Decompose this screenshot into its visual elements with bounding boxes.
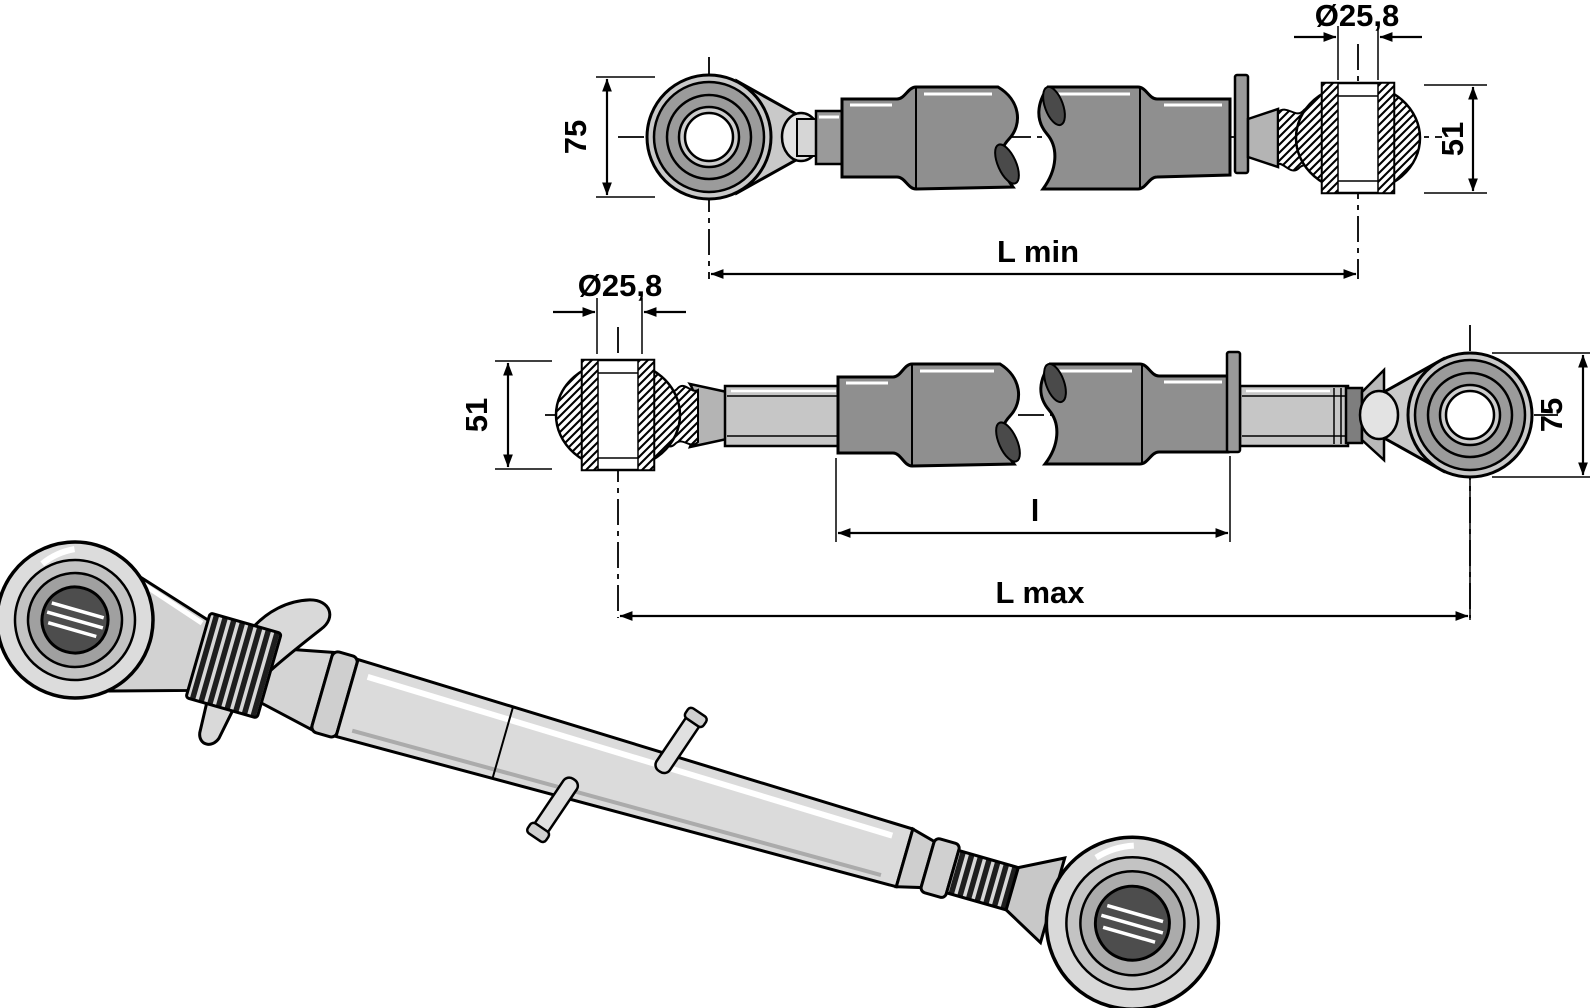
iso-thread-left (185, 612, 283, 719)
tommy-bar-pin-compressed (1233, 73, 1250, 175)
dim-ball-width-compressed (1424, 84, 1487, 194)
threaded-rod-left (723, 384, 843, 448)
break-shadow (1043, 362, 1067, 404)
dim-label-length-max: L max (995, 575, 1085, 610)
ball-eye-compressed-left (645, 73, 822, 201)
iso-eye-left (0, 540, 155, 700)
tube-left-compressed (840, 85, 1020, 191)
ball-socket-lens (1358, 389, 1400, 441)
ball-eye-extended-right (1358, 351, 1534, 479)
threaded-rod-right (1238, 384, 1350, 448)
dim-eye-height-compressed (596, 76, 655, 198)
break-shadow (994, 143, 1020, 185)
iso-eye-hub-right (1004, 856, 1067, 946)
dim-ball-width-extended (495, 360, 552, 470)
tube-right-compressed (1037, 85, 1232, 191)
iso-eye-right (1044, 835, 1221, 1008)
tube-left-extended (836, 362, 1021, 468)
dim-label-thread-length: l (1031, 493, 1040, 528)
extended-view: Ø25,8 51 75 l L max (459, 268, 1590, 621)
dim-label-ball-width-extended: 51 (459, 398, 494, 432)
iso-pin-lower (525, 776, 580, 844)
eye-bore (1444, 389, 1496, 441)
dim-label-ball-width-compressed: 51 (1435, 122, 1470, 156)
cone-piece (1246, 107, 1280, 169)
dim-label-eye-height-compressed: 75 (558, 120, 593, 154)
dim-label-eye-height-extended: 75 (1534, 398, 1569, 432)
ball-joint-section-compressed (1246, 81, 1422, 195)
compressed-view: Ø25,8 75 51 L min (558, 0, 1487, 279)
ball-joint-section-extended (554, 358, 729, 472)
tommy-bar-pin-extended (1225, 350, 1242, 454)
dim-bore-compressed (1294, 26, 1422, 80)
dim-label-bore-extended: Ø25,8 (578, 268, 662, 303)
dim-eye-height-extended (1492, 352, 1590, 478)
tube-right-extended (1039, 362, 1230, 466)
iso-tube (334, 657, 915, 889)
dim-length-max (619, 480, 1471, 621)
iso-view (0, 540, 1221, 1008)
dim-bore-extended (553, 298, 686, 354)
dim-thread-length (835, 456, 1231, 542)
thread-collar-compressed (796, 109, 845, 166)
break-shadow (1042, 85, 1066, 127)
dim-label-bore-compressed: Ø25,8 (1315, 0, 1399, 33)
dim-label-length-min: L min (997, 234, 1079, 269)
iso-pin-upper (654, 706, 708, 775)
break-shadow (995, 421, 1021, 463)
eye-bore (683, 111, 735, 163)
